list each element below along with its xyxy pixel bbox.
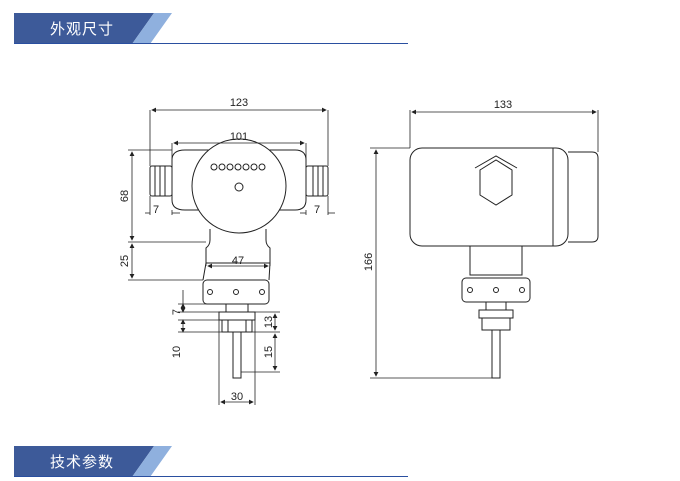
dim-label-front-inner-width: 101 — [230, 131, 248, 143]
dim-label-left-offset: 7 — [153, 204, 159, 216]
dim-label-thread-height: 13 — [263, 316, 275, 328]
dim-label-front-height: 68 — [119, 190, 131, 202]
tab-background — [14, 13, 172, 44]
section-title-dimensions: 外观尺寸 — [50, 20, 115, 38]
section-rule-dimensions — [14, 43, 408, 44]
dim-label-front-width: 123 — [230, 97, 248, 109]
side-view — [409, 147, 599, 379]
dim-label-neck-width: 47 — [232, 255, 244, 267]
section-tab-tech-params: 技术参数 — [14, 446, 172, 477]
section-title-tech-params: 技术参数 — [50, 453, 115, 471]
dim-label-nut-height: 7 — [171, 309, 183, 315]
dim-label-probe-height: 15 — [263, 346, 275, 358]
dim-label-right-offset: 7 — [314, 204, 320, 216]
tab-background — [14, 446, 172, 477]
section-rule-tech-params — [14, 476, 408, 477]
side-dimension-lines — [370, 109, 599, 379]
dim-label-bottom-width: 30 — [231, 391, 243, 403]
dim-label-side-height: 166 — [363, 253, 375, 271]
dim-label-fitting-height: 10 — [171, 346, 183, 358]
section-tab-dimensions: 外观尺寸 — [14, 13, 172, 44]
dim-label-side-width: 133 — [494, 99, 512, 111]
dim-label-neck-height: 25 — [119, 255, 131, 267]
front-dimension-lines — [128, 107, 335, 405]
front-view — [149, 138, 329, 379]
